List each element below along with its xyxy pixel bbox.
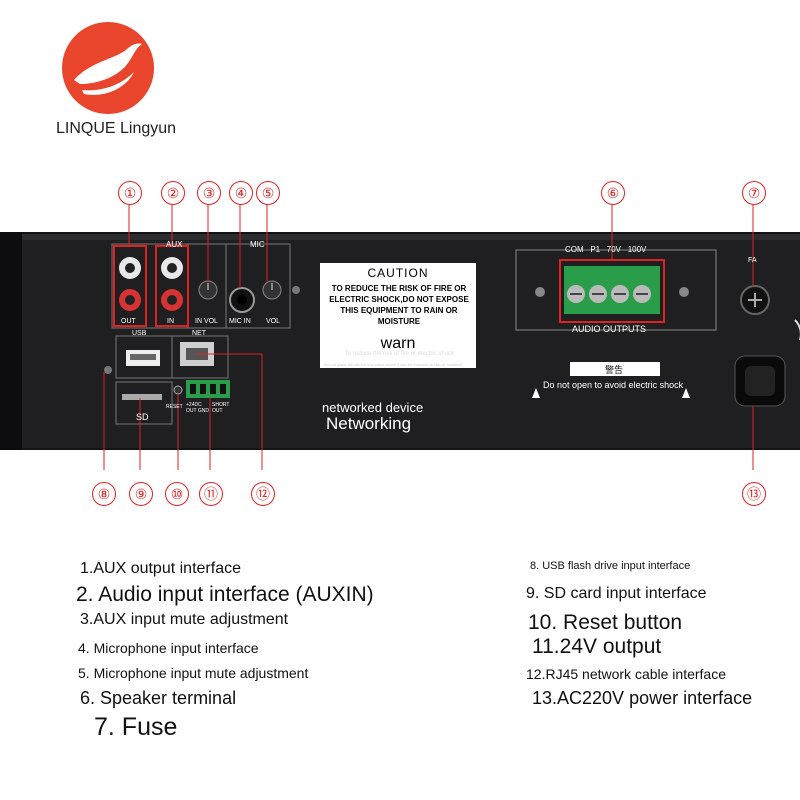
audio-outputs-label: AUDIO OUTPUTS: [572, 324, 647, 334]
callout-1: ①: [118, 181, 142, 205]
legend-item-13: 13.AC220V power interface: [532, 688, 753, 708]
mic-in-label: MIC IN: [229, 318, 251, 325]
legend-item-10: 10. Reset button: [528, 611, 683, 634]
brand-name: LINQUE Lingyun: [56, 120, 177, 137]
warning-cn: 警告: [605, 365, 624, 375]
mic-label: MIC: [250, 240, 265, 249]
legend-item-1: 1.AUX output interface: [80, 560, 241, 577]
callout-5: ⑤: [256, 181, 280, 205]
caution-title: CAUTION: [367, 266, 429, 280]
callout-9: ⑨: [129, 482, 153, 506]
terminal-labels: COM P1 70V 100V: [565, 245, 647, 254]
caution-line-1: To reduce the risk of fire or electric s…: [345, 351, 455, 357]
aux-label: AUX: [166, 240, 183, 249]
legend-item-4: 4. Microphone input interface: [78, 640, 259, 656]
callout-11: ⑪: [199, 482, 223, 506]
caution-body: TO REDUCE THE RISK OF FIRE OR ELECTRIC S…: [329, 284, 469, 326]
caution-line-2: Do not place the device in a place where…: [324, 362, 462, 367]
fa-label: FA: [748, 257, 757, 264]
usb-label: USB: [132, 330, 147, 337]
reset-label: RESET: [166, 404, 183, 410]
short-out-label: SHORT OUT: [212, 402, 230, 414]
out-label: OUT: [121, 318, 136, 325]
callout-12: ⑫: [251, 482, 275, 506]
in-label: IN: [167, 318, 174, 325]
callout-13: ⑬: [742, 482, 766, 506]
callout-3: ③: [197, 181, 221, 205]
callout-2: ②: [161, 181, 185, 205]
legend-item-3: 3.AUX input mute adjustment: [80, 611, 289, 628]
warning-en: Do not open to avoid electric shock: [543, 380, 684, 390]
callout-4: ④: [229, 181, 253, 205]
legend-item-2: 2. Audio input interface (AUXIN): [76, 583, 374, 606]
caution-sticker: CAUTION TO REDUCE THE RISK OF FIRE OR EL…: [320, 263, 476, 368]
callout-8: ⑧: [92, 482, 116, 506]
brand-logo: [62, 22, 154, 114]
dc-out-label: +24DC OUT GND: [186, 402, 209, 414]
legend-item-7: 7. Fuse: [94, 713, 178, 741]
callout-7: ⑦: [742, 181, 766, 205]
device-line-2: Networking: [326, 414, 412, 433]
device-line-1: networked device: [322, 400, 424, 415]
net-label: NET: [192, 330, 206, 337]
vol-label: VOL: [266, 318, 281, 325]
legend-item-9: 9. SD card input interface: [526, 585, 707, 602]
legend-item-8: 8. USB flash drive input interface: [530, 560, 691, 572]
in-vol-label: IN VOL: [195, 318, 218, 325]
caution-warn: warn: [380, 335, 416, 352]
callout-10: ⑩: [165, 482, 189, 506]
legend-item-5: 5. Microphone input mute adjustment: [78, 665, 309, 681]
legend-item-11: 11.24V output: [532, 635, 662, 658]
legend-item-6: 6. Speaker terminal: [80, 688, 237, 708]
callout-6: ⑥: [601, 181, 625, 205]
legend-item-12: 12.RJ45 network cable interface: [526, 666, 726, 682]
sd-label: SD: [136, 412, 149, 422]
